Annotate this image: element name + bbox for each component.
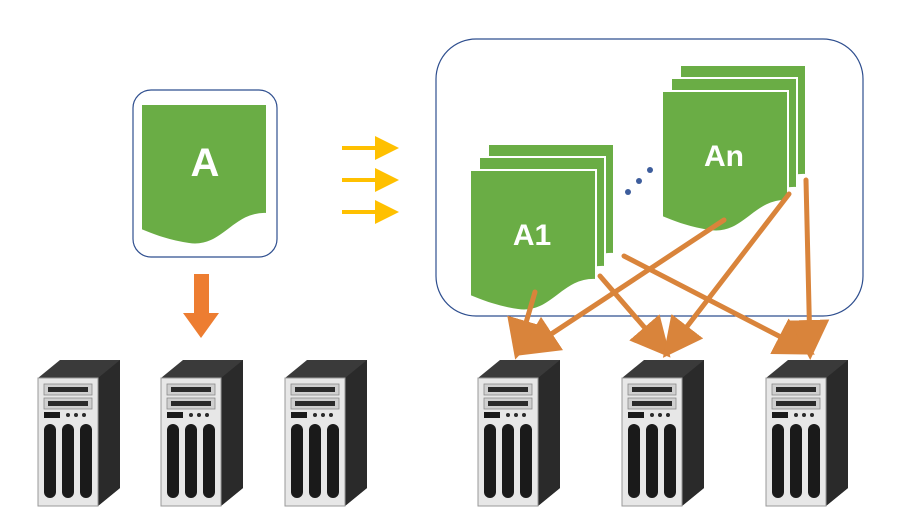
server-tower-icon — [765, 359, 849, 507]
arrow-icon — [597, 273, 671, 358]
server-tower-icon — [37, 359, 121, 507]
ellipsis-dots — [625, 167, 653, 195]
server-tower-icon — [284, 359, 368, 507]
server-tower-icon — [477, 359, 561, 507]
server-tower-icon — [160, 359, 244, 507]
arrow-icon — [621, 253, 815, 355]
arrow-icon — [662, 191, 792, 358]
single-doc-frame — [132, 89, 278, 258]
server-row-left — [37, 359, 368, 507]
arrow-icon — [183, 274, 219, 338]
server-row-right — [477, 359, 849, 507]
server-tower-icon — [621, 359, 705, 507]
transform-arrows — [342, 136, 399, 224]
doc-label-a: A — [191, 141, 220, 185]
doc-label-an: An — [704, 140, 744, 173]
arrow-icon — [518, 217, 727, 356]
distribution-arrows — [507, 177, 830, 360]
arrow-icon — [789, 177, 830, 360]
doc-label-a1: A1 — [513, 219, 551, 252]
